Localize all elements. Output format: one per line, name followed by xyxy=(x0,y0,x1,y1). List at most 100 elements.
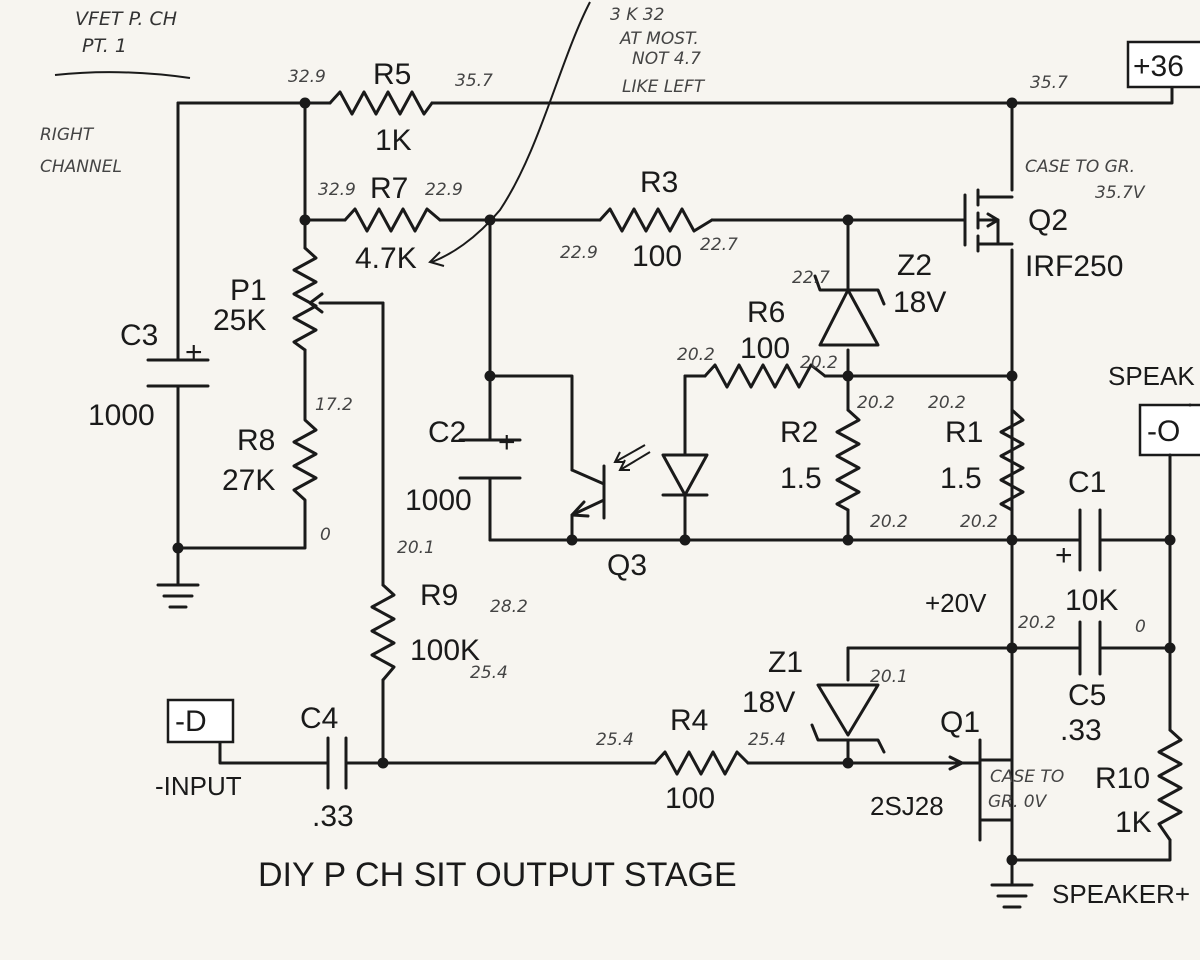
v-r6-left: 20.2 xyxy=(677,345,715,365)
r4-value: 100 xyxy=(665,782,715,815)
v-r4-right: 25.4 xyxy=(748,730,786,750)
resistor-r3-symbol xyxy=(598,207,714,233)
zener-z2-symbol xyxy=(813,274,886,347)
resistor-r5-symbol xyxy=(328,90,434,116)
q1-ref: Q1 xyxy=(940,706,980,739)
r3-ref: R3 xyxy=(640,166,678,199)
resistor-r10-symbol xyxy=(1157,728,1183,842)
r8-value: 27K xyxy=(222,464,275,497)
resistor-r8-symbol xyxy=(292,398,318,517)
v-r9-top: 20.1 xyxy=(397,538,435,558)
note-header-underline xyxy=(54,71,191,79)
speaker-plus-label: SPEAKER+ xyxy=(1052,879,1190,909)
v-r6-right: 20.2 xyxy=(800,353,838,373)
note-channel-line1: RIGHT xyxy=(40,125,95,145)
optocoupler-q3-symbol xyxy=(570,444,709,542)
r9-ref: R9 xyxy=(420,579,458,612)
resistor-r6-symbol xyxy=(703,363,827,389)
v-c5-right: 0 xyxy=(1135,617,1146,637)
terminal-input-minus: -D xyxy=(166,698,235,744)
c2-polarity: + xyxy=(498,426,516,459)
v-r3-left: 22.9 xyxy=(560,243,598,263)
r1-ref: R1 xyxy=(945,416,983,449)
c3-polarity: + xyxy=(185,336,203,369)
q3-ref: Q3 xyxy=(607,549,647,582)
q2-value: IRF250 xyxy=(1025,250,1123,283)
note-q2-case-line1: CASE TO GR. xyxy=(1025,157,1135,177)
c3-value: 1000 xyxy=(88,399,155,432)
r10-ref: R10 xyxy=(1095,762,1150,795)
r6-value: 100 xyxy=(740,332,790,365)
q1-value: 2SJ28 xyxy=(870,791,944,821)
v-r3-right: 22.7 xyxy=(700,235,738,255)
v-r9-mid1: 28.2 xyxy=(490,597,528,617)
r4-ref: R4 xyxy=(670,704,708,737)
v-r1-top: 20.2 xyxy=(928,393,966,413)
wires xyxy=(176,78,1174,887)
input-label: -INPUT xyxy=(155,771,242,801)
potentiometer-p1-symbol xyxy=(292,246,385,352)
z1-ref: Z1 xyxy=(768,646,803,679)
note-header-line2: PT. 1 xyxy=(82,35,127,57)
p1-value: 25K xyxy=(213,304,266,337)
note-header-line1: VFET P. CH xyxy=(75,8,177,30)
resistor-r7-symbol xyxy=(343,207,442,233)
r6-ref: R6 xyxy=(747,296,785,329)
r2-ref: R2 xyxy=(780,416,818,449)
c1-ref: C1 xyxy=(1068,466,1106,499)
c2-ref: C2 xyxy=(428,416,466,449)
resistor-r1-symbol xyxy=(999,408,1025,512)
v-r9-mid2: 25.4 xyxy=(470,663,508,683)
v-r2-bottom: 20.2 xyxy=(870,512,908,532)
v-r8-bottom: 0 xyxy=(320,525,331,545)
capacitor-c1-symbol xyxy=(1078,508,1102,572)
zener-z1-symbol xyxy=(810,683,886,754)
r5-ref: R5 xyxy=(373,58,411,91)
terminal-speaker-minus-label: -O xyxy=(1147,415,1180,448)
c5-ref: C5 xyxy=(1068,679,1106,712)
z2-value: 18V xyxy=(893,286,946,319)
capacitor-c4-symbol xyxy=(326,736,348,790)
c2-value: 1000 xyxy=(405,484,472,517)
capacitor-c2-symbol xyxy=(458,438,522,480)
q2-ref: Q2 xyxy=(1028,204,1068,237)
z1-value: 18V xyxy=(742,686,795,719)
diagram-title: DIY P CH SIT OUTPUT STAGE xyxy=(258,856,737,894)
v-r1-bottom: 20.2 xyxy=(960,512,998,532)
terminal-speaker-minus: -O xyxy=(1138,403,1200,457)
note-r7-line3: NOT 4.7 xyxy=(632,49,701,69)
r10-value: 1K xyxy=(1115,806,1152,839)
v-c5-left: 20.2 xyxy=(1018,613,1056,633)
v-r4-left: 25.4 xyxy=(596,730,634,750)
c5-value: .33 xyxy=(1060,714,1102,747)
note-r7-arrow xyxy=(431,1,591,263)
c4-value: .33 xyxy=(312,800,354,833)
note-channel-line2: CHANNEL xyxy=(40,157,122,177)
r2-value: 1.5 xyxy=(780,462,822,495)
v-r5-right: 35.7 xyxy=(455,71,493,91)
v-z2-top: 22.7 xyxy=(792,268,830,288)
junction-dots xyxy=(172,97,1176,866)
c3-ref: C3 xyxy=(120,319,158,352)
rail-label: +20V xyxy=(925,588,987,618)
c1-value: 10K xyxy=(1065,584,1118,617)
speaker-label: SPEAK xyxy=(1108,361,1195,391)
terminal-supply: +36 xyxy=(1126,40,1200,89)
note-q1-case-line1: CASE TO xyxy=(990,767,1064,787)
resistor-r4-symbol xyxy=(653,750,750,776)
v-r7-left: 32.9 xyxy=(318,180,356,200)
ground-symbol-left xyxy=(156,583,200,609)
note-q2-case-line2: 35.7V xyxy=(1095,183,1146,203)
r9-value: 100K xyxy=(410,634,480,667)
terminal-supply-label: +36 xyxy=(1133,50,1184,83)
v-supply-node: 35.7 xyxy=(1030,73,1068,93)
r8-ref: R8 xyxy=(237,424,275,457)
ground-symbol-q1 xyxy=(990,883,1034,909)
resistor-r2-symbol xyxy=(835,408,861,512)
r5-value: 1K xyxy=(375,124,412,157)
note-q1-case-line2: GR. 0V xyxy=(988,792,1048,812)
z2-ref: Z2 xyxy=(897,249,932,282)
transistor-q1-symbol xyxy=(948,755,982,771)
p1-ref: P1 xyxy=(230,274,267,307)
note-r7-line1: 3 K 32 xyxy=(610,5,664,25)
